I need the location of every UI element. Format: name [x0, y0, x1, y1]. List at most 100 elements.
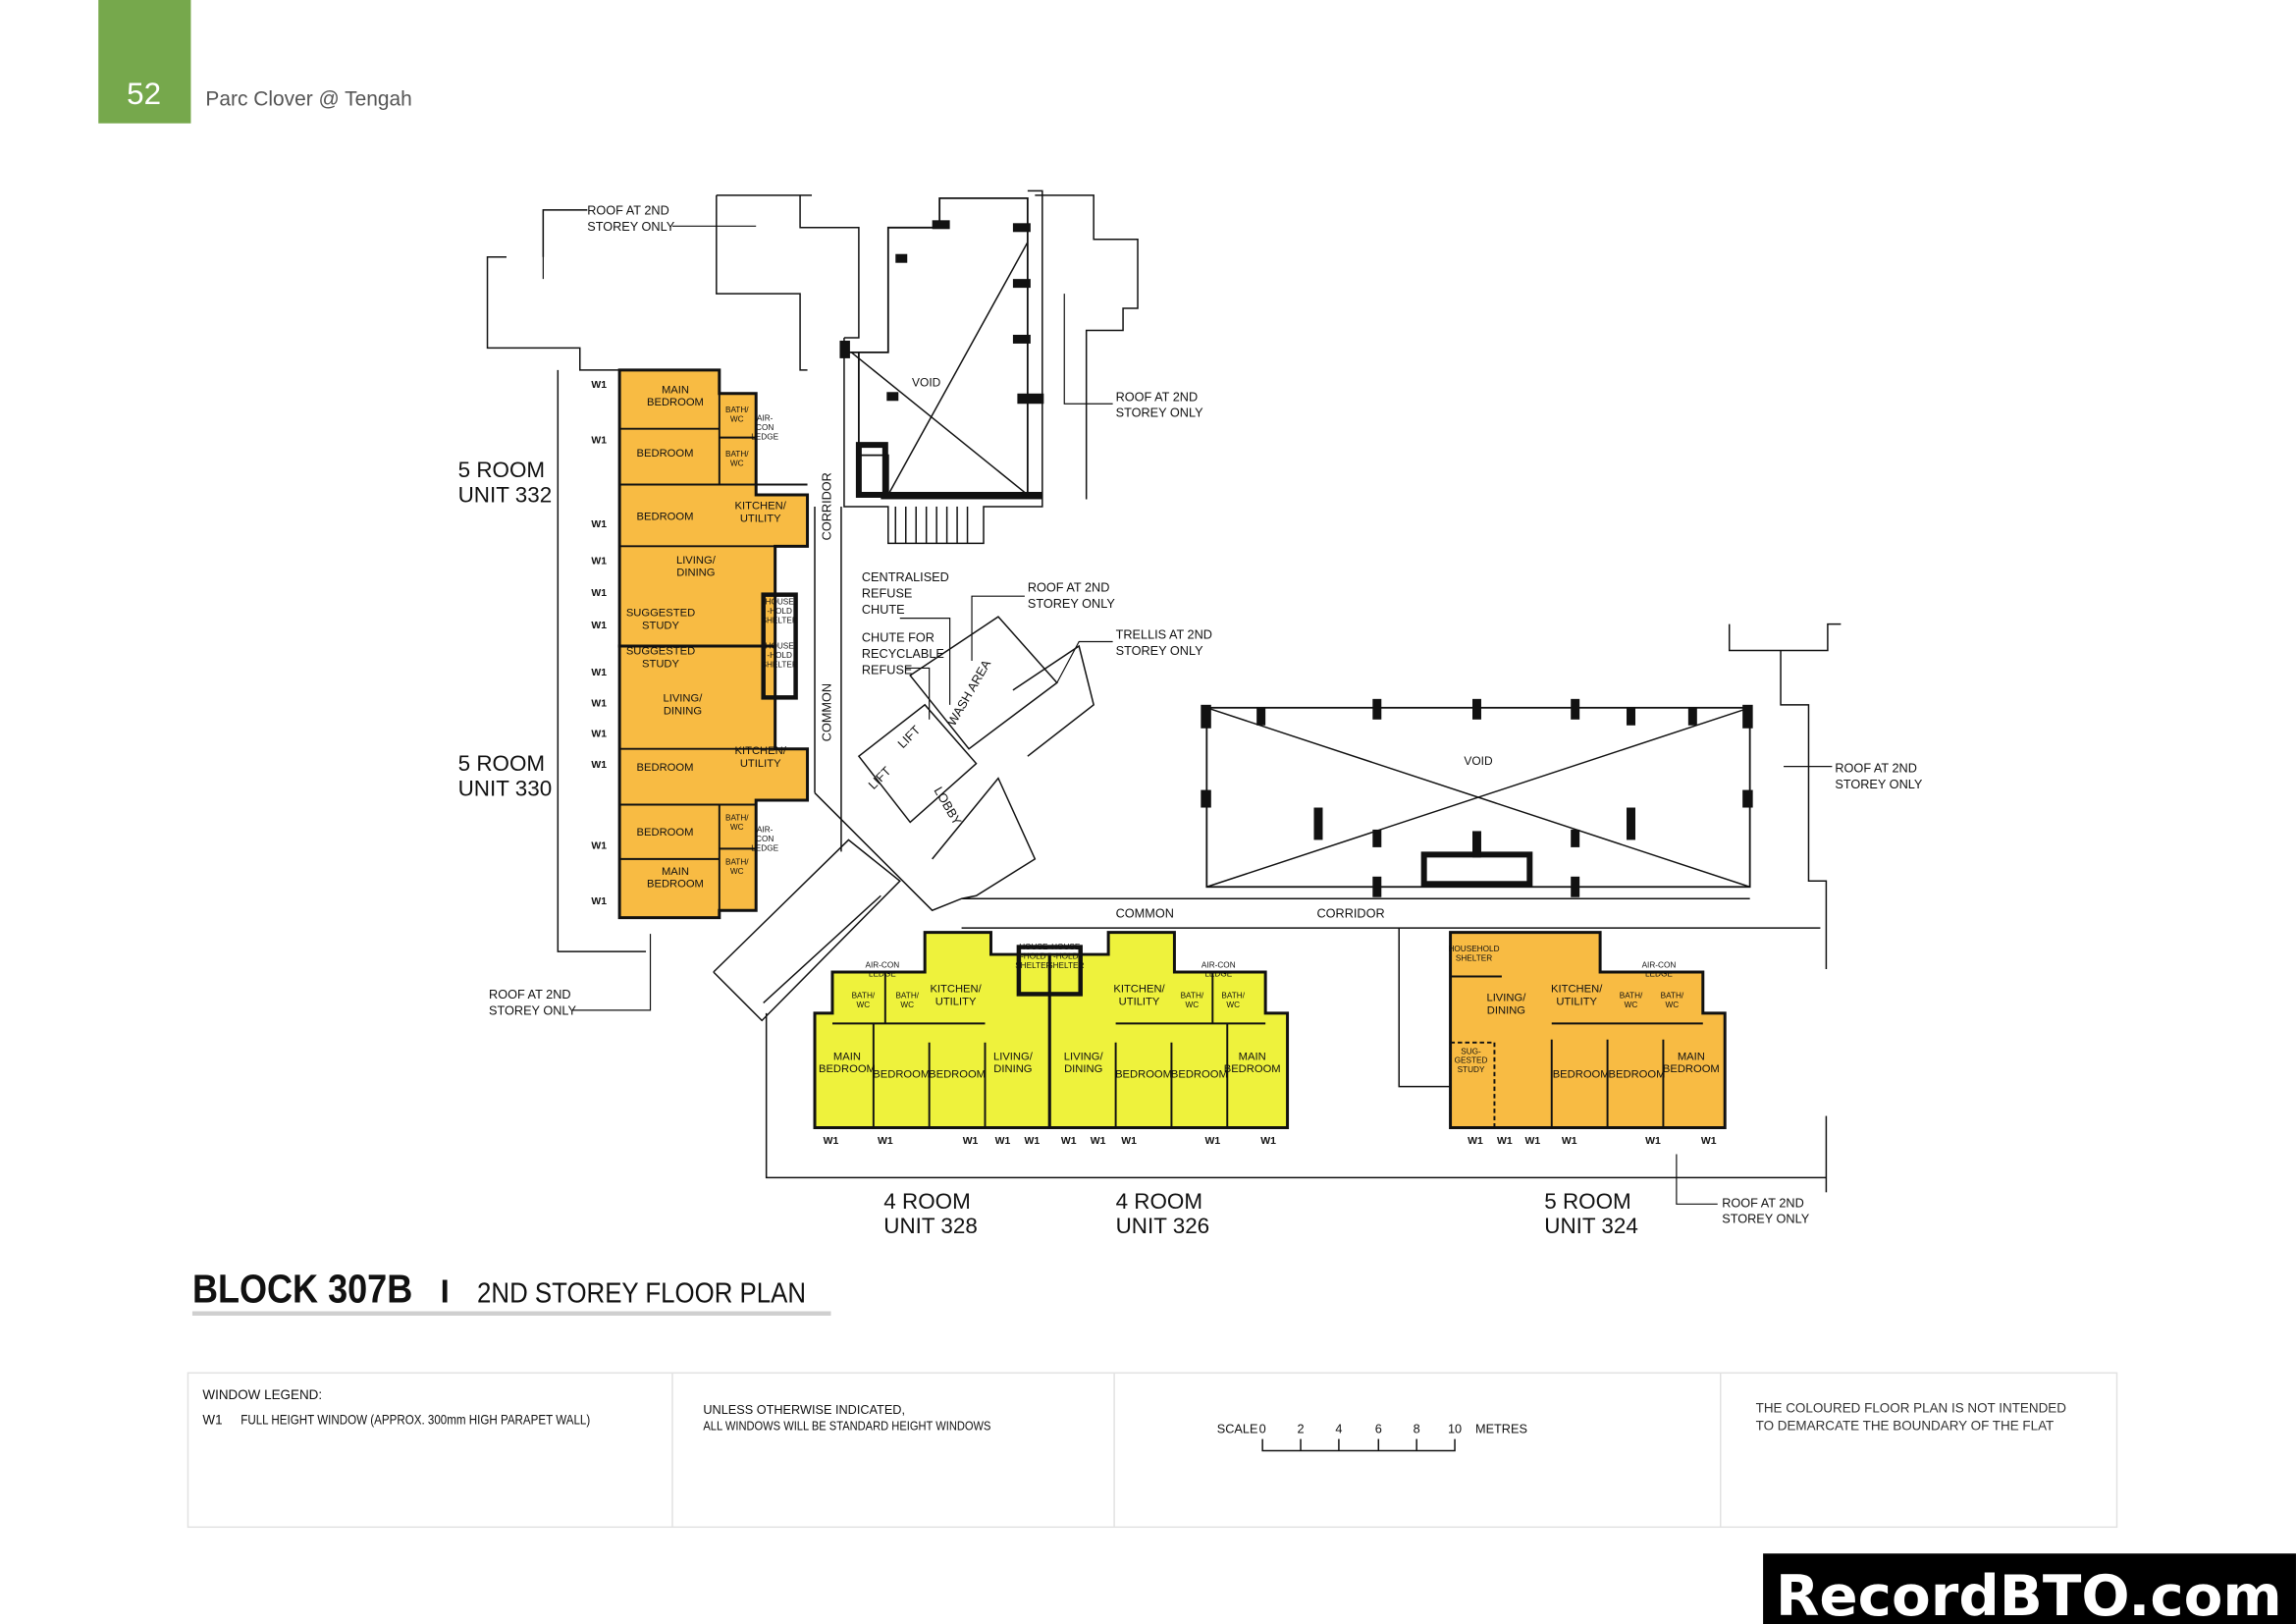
unit-330 [617, 644, 810, 920]
svg-text:4: 4 [1335, 1422, 1342, 1436]
interior-walls [619, 393, 1703, 1129]
room-label: KITCHEN/UTILITY [735, 745, 787, 770]
room-label: BATH/WC [725, 450, 749, 467]
svg-text:CENTRALISED: CENTRALISED [862, 569, 949, 584]
room-label: KITCHEN/UTILITY [1551, 983, 1603, 1007]
window-marker: W1 [1121, 1136, 1137, 1147]
room-label: KITCHEN/UTILITY [735, 500, 787, 524]
window-marker: W1 [1701, 1136, 1717, 1147]
window-marker: W1 [1645, 1136, 1661, 1147]
svg-text:6: 6 [1375, 1422, 1382, 1436]
window-marker: W1 [591, 519, 607, 530]
room-label: KITCHEN/UTILITY [930, 983, 982, 1007]
room-label: BATH/WC [1661, 992, 1684, 1009]
svg-text:TRELLIS AT 2ND: TRELLIS AT 2ND [1116, 627, 1212, 642]
svg-text:ROOF AT 2ND: ROOF AT 2ND [1835, 761, 1917, 776]
room-label: BATH/WC [725, 858, 749, 876]
window-marker: W1 [591, 896, 607, 907]
room-label: BATH/WC [1620, 992, 1643, 1009]
block-title: BLOCK 307B [192, 1266, 412, 1311]
room-label: BATH/WC [895, 992, 919, 1009]
svg-text:STOREY ONLY: STOREY ONLY [1028, 596, 1115, 611]
room-label: LIVING/DINING [1064, 1051, 1104, 1075]
room-label: KITCHEN/UTILITY [1113, 983, 1165, 1007]
room-label: BATH/WC [1221, 992, 1245, 1009]
svg-text:ROOF AT 2ND: ROOF AT 2ND [1722, 1195, 1804, 1210]
window-code: W1 [202, 1413, 222, 1428]
window-marker: W1 [591, 588, 607, 599]
svg-text:5 ROOM: 5 ROOM [458, 458, 545, 482]
window-marker: W1 [591, 668, 607, 678]
window-marker: W1 [591, 730, 607, 740]
window-desc: FULL HEIGHT WINDOW (APPROX. 300mm HIGH P… [240, 1413, 590, 1428]
window-marker: W1 [591, 621, 607, 631]
title-underline [191, 1311, 831, 1316]
common-label: COMMON [1116, 906, 1174, 921]
svg-text:5 ROOM: 5 ROOM [1544, 1189, 1630, 1214]
void-label: VOID [912, 375, 941, 389]
room-label: BEDROOM [1171, 1069, 1228, 1081]
svg-text:5 ROOM: 5 ROOM [458, 751, 545, 776]
svg-text:8: 8 [1414, 1422, 1420, 1436]
svg-text:2: 2 [1297, 1422, 1304, 1436]
svg-text:4 ROOM: 4 ROOM [1116, 1189, 1202, 1214]
window-note-1: UNLESS OTHERWISE INDICATED, [703, 1402, 905, 1417]
wash-area-label: WASH AREA [944, 657, 994, 729]
room-label: BEDROOM [637, 827, 694, 839]
watermark-box [1763, 1553, 2296, 1624]
void-upper: VOID [839, 196, 1044, 544]
room-label: LIVING/DINING [993, 1051, 1034, 1075]
window-marker: W1 [1204, 1136, 1220, 1147]
room-label: BATH/WC [725, 406, 749, 423]
disclaimer-1: THE COLOURED FLOOR PLAN IS NOT INTENDED [1756, 1401, 2067, 1416]
room-label: BEDROOM [929, 1069, 986, 1081]
room-label: BEDROOM [1609, 1069, 1666, 1081]
window-marker: W1 [1562, 1136, 1577, 1147]
page-number: 52 [127, 77, 161, 111]
svg-text:STOREY ONLY: STOREY ONLY [489, 1002, 576, 1017]
plan-name: 2ND STOREY FLOOR PLAN [477, 1277, 806, 1309]
svg-text:METRES: METRES [1475, 1422, 1527, 1436]
svg-text:0: 0 [1259, 1422, 1266, 1436]
window-marker: W1 [591, 380, 607, 391]
window-marker: W1 [1025, 1136, 1041, 1147]
svg-text:4 ROOM: 4 ROOM [883, 1189, 970, 1214]
svg-text:UNIT 326: UNIT 326 [1116, 1214, 1210, 1238]
room-label: BEDROOM [637, 762, 694, 774]
project-name: Parc Clover @ Tengah [205, 88, 411, 111]
room-label: BEDROOM [637, 511, 694, 522]
svg-text:ROOF AT 2ND: ROOF AT 2ND [1028, 580, 1110, 595]
window-marker: W1 [1260, 1136, 1276, 1147]
window-marker: W1 [591, 556, 607, 567]
unit-324 [1449, 931, 1727, 1130]
window-marker: W1 [591, 760, 607, 771]
room-label: BATH/WC [852, 992, 876, 1009]
svg-text:STOREY ONLY: STOREY ONLY [1116, 406, 1203, 420]
svg-text:REFUSE: REFUSE [862, 586, 913, 601]
svg-text:REFUSE: REFUSE [862, 662, 913, 677]
window-marker: W1 [1524, 1136, 1540, 1147]
window-marker: W1 [824, 1136, 839, 1147]
svg-text:ROOF AT 2ND: ROOF AT 2ND [489, 987, 571, 1001]
